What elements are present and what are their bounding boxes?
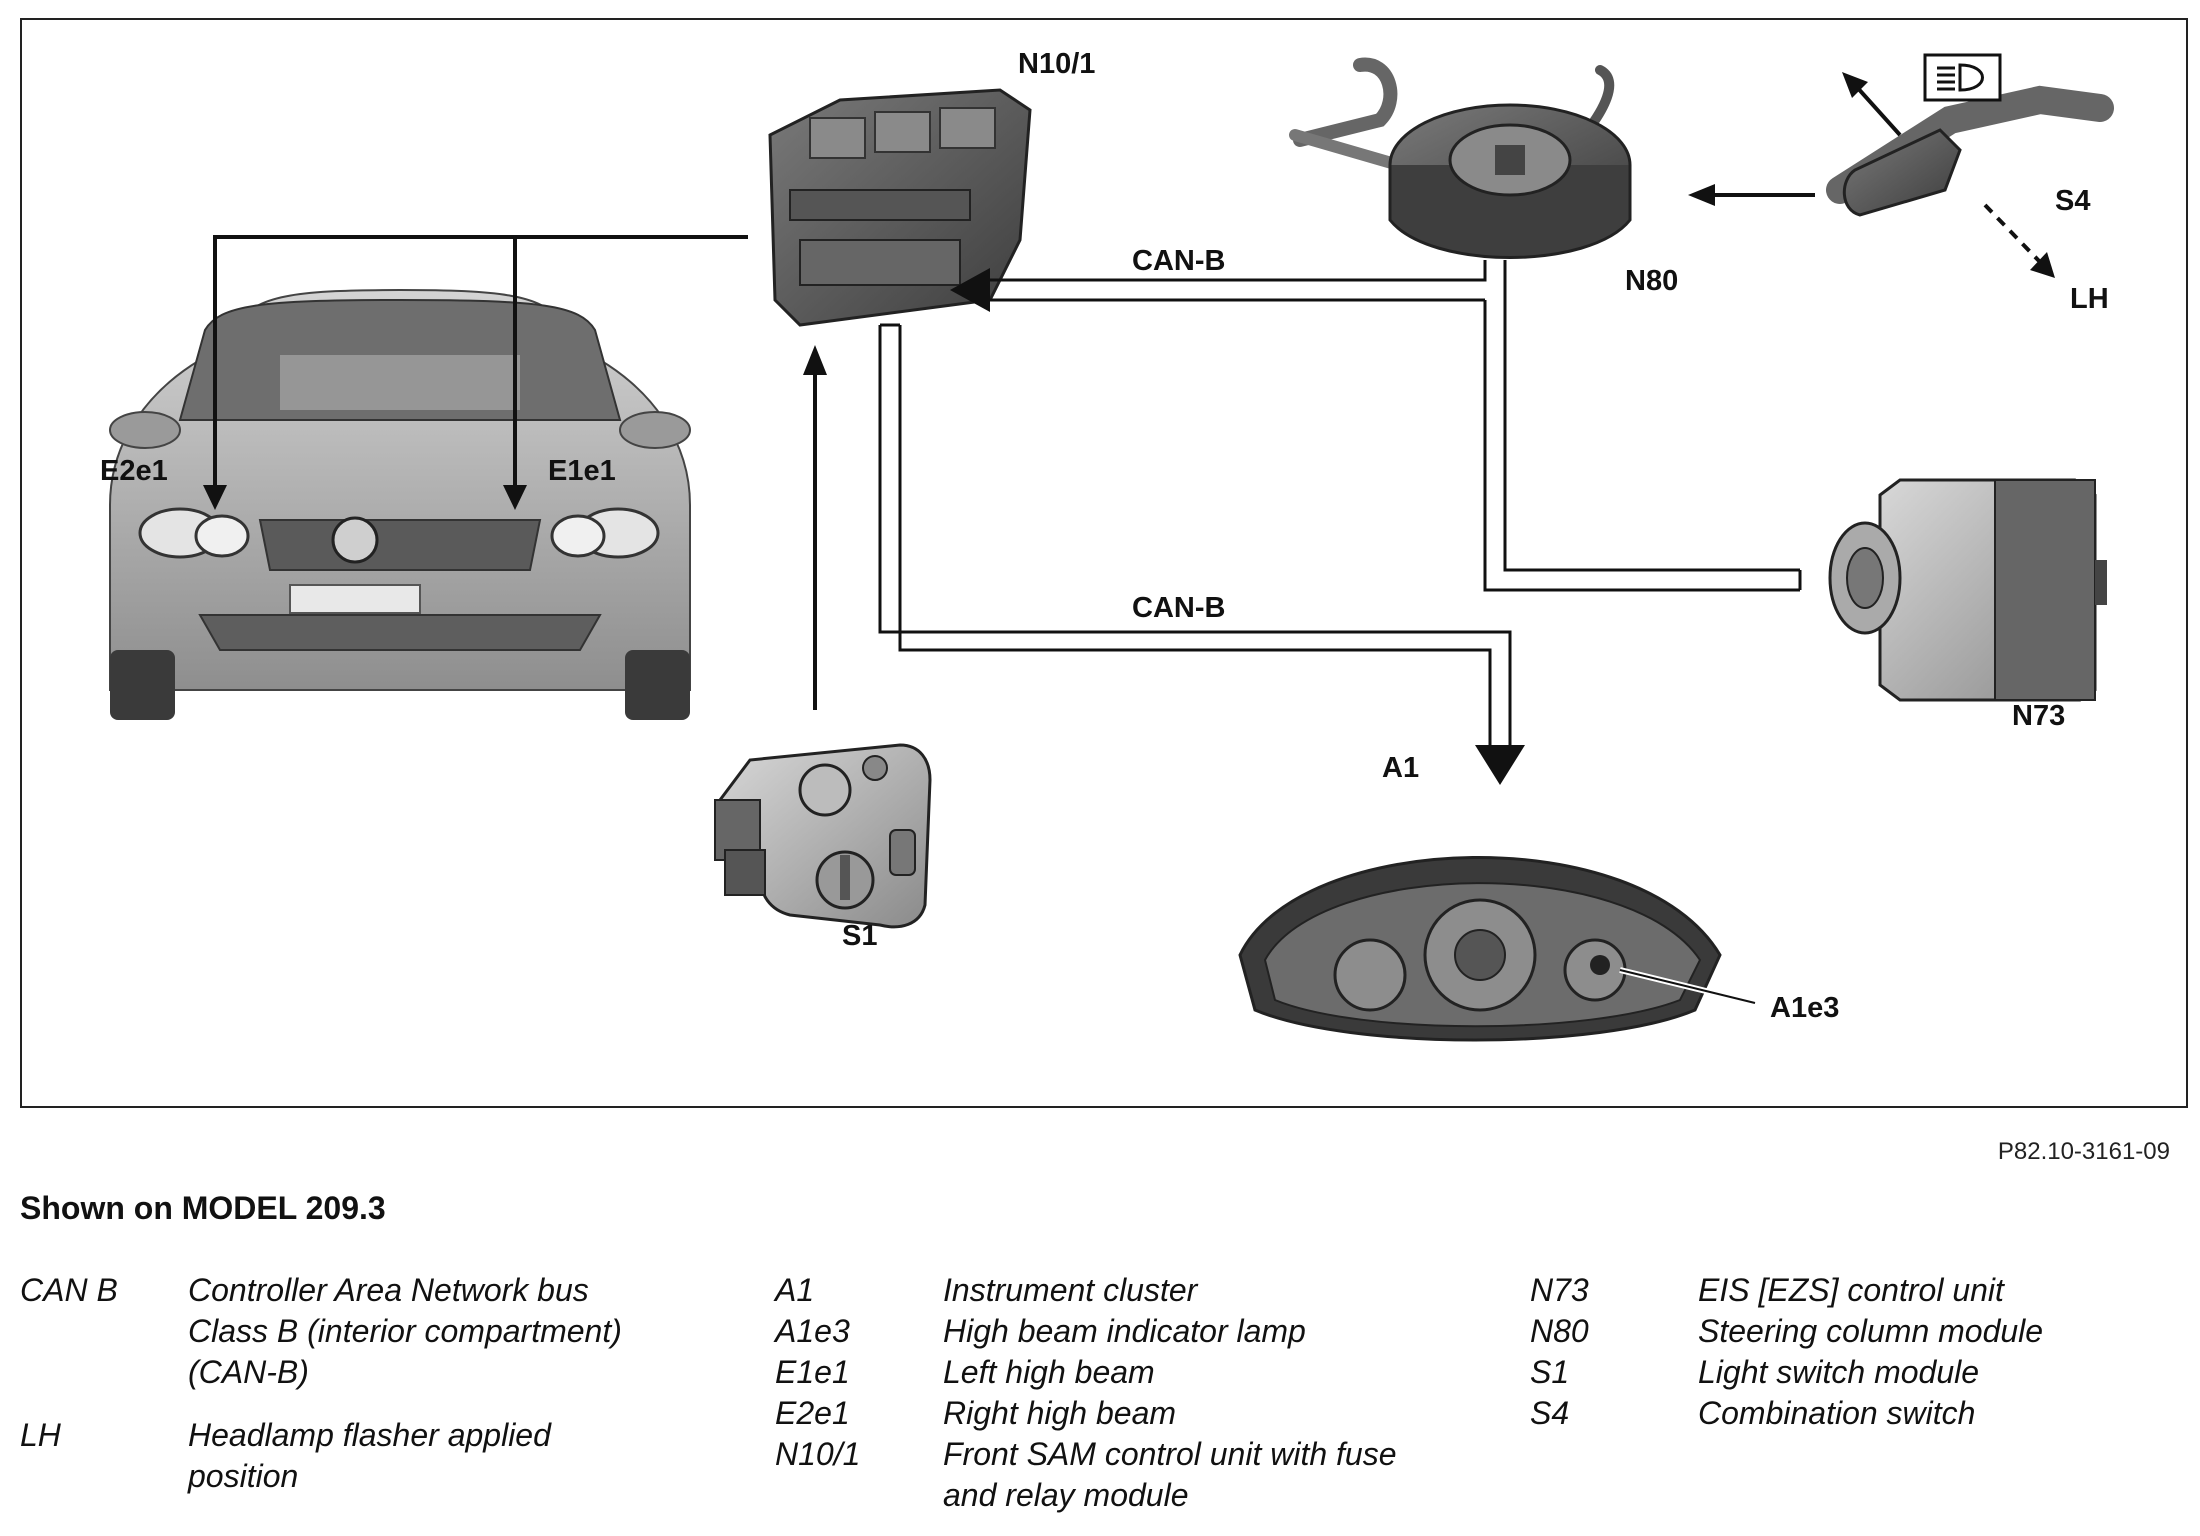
figure-code: P82.10-3161-09	[1997, 1138, 2170, 1165]
legend-row: E1e1 Left high beam	[775, 1352, 1397, 1393]
arrow-up-left	[1853, 83, 1902, 137]
label-n10-1: N10/1	[1018, 48, 1096, 80]
label-s1: S1	[842, 920, 878, 952]
legend-description: High beam indicator lamp	[943, 1313, 1306, 1349]
can-b-arrow-to-a1	[1475, 745, 1525, 785]
label-lh: LH	[2070, 283, 2109, 315]
label-can-b-top: CAN-B	[1132, 245, 1226, 277]
legend-description: Front SAM control unit with fuse and rel…	[943, 1436, 1397, 1513]
legend-row: CAN B Controller Area Network bus Class B…	[20, 1270, 622, 1393]
label-e2e1: E2e1	[100, 455, 168, 487]
legend-description: Right high beam	[943, 1395, 1177, 1431]
steering-column-module-n80	[1289, 57, 1632, 259]
car-front-illustration	[109, 288, 691, 720]
legend-code: CAN B	[20, 1272, 118, 1308]
can-b-arrow-to-n10-1	[950, 268, 990, 312]
arrow-to-e2e1	[203, 485, 227, 510]
legend-description: Combination switch	[1698, 1395, 1976, 1431]
light-switch-module-s1	[714, 743, 932, 929]
high-beam-symbol-icon	[1923, 53, 2002, 102]
legend-row: LH Headlamp flasher applied position	[20, 1415, 622, 1497]
legend-code: E1e1	[775, 1354, 850, 1390]
instrument-cluster-a1	[1238, 856, 1756, 1042]
legend-row: A1 Instrument cluster	[775, 1270, 1397, 1311]
legend-row: E2e1 Right high beam	[775, 1393, 1397, 1434]
legend-row: A1e3 High beam indicator lamp	[775, 1311, 1397, 1352]
legend-description: Controller Area Network bus Class B (int…	[188, 1272, 622, 1390]
label-s4: S4	[2055, 185, 2091, 217]
label-e1e1: E1e1	[548, 455, 616, 487]
legend-code: LH	[20, 1417, 61, 1453]
legend-row: N80 Steering column module	[1530, 1311, 2043, 1352]
legend-code: A1e3	[775, 1313, 850, 1349]
legend-row: S1 Light switch module	[1530, 1352, 2043, 1393]
legend-code: A1	[775, 1272, 815, 1308]
label-a1: A1	[1382, 752, 1420, 784]
combination-switch-s4	[1826, 53, 2114, 278]
label-a1e3: A1e3	[1770, 992, 1840, 1024]
legend-description: Light switch module	[1698, 1354, 1980, 1390]
legend-code: N73	[1530, 1272, 1589, 1308]
legend-row: S4 Combination switch	[1530, 1393, 2043, 1434]
legend-description: Steering column module	[1698, 1313, 2044, 1349]
label-n80: N80	[1625, 265, 1679, 297]
can-b-bus-bottom	[878, 323, 1512, 745]
can-b-bus-top	[985, 260, 1802, 592]
figure-caption: Shown on MODEL 209.3	[20, 1190, 386, 1226]
legend-code: S1	[1530, 1354, 1570, 1390]
arrow-to-e1e1	[503, 485, 527, 510]
legend-code: N80	[1530, 1313, 1589, 1349]
legend-row: N73 EIS [EZS] control unit	[1530, 1270, 2043, 1311]
label-can-b-bottom: CAN-B	[1132, 592, 1226, 624]
signal-lines	[213, 235, 748, 490]
arrow-lh-dashed	[1983, 203, 2042, 264]
legend-column-1: CAN B Controller Area Network bus Class B…	[20, 1270, 622, 1497]
diagram-frame	[20, 18, 2188, 1108]
legend-description: EIS [EZS] control unit	[1698, 1272, 2004, 1308]
legend-description: Headlamp flasher applied position	[188, 1417, 551, 1494]
legend-code: E2e1	[775, 1395, 850, 1431]
eis-control-unit-n73	[1828, 478, 2107, 702]
legend-description: Left high beam	[943, 1354, 1155, 1390]
arrow-s4-to-n80	[1688, 184, 1815, 206]
high-beam-indicator-lamp	[1590, 955, 1610, 975]
front-sam-module-n10-1	[768, 88, 1032, 327]
legend-description: Instrument cluster	[943, 1272, 1198, 1308]
legend-row: N10/1 Front SAM control unit with fuse an…	[775, 1434, 1397, 1516]
legend-code: N10/1	[775, 1436, 861, 1472]
label-n73: N73	[2012, 700, 2066, 732]
legend-code: S4	[1530, 1395, 1570, 1431]
